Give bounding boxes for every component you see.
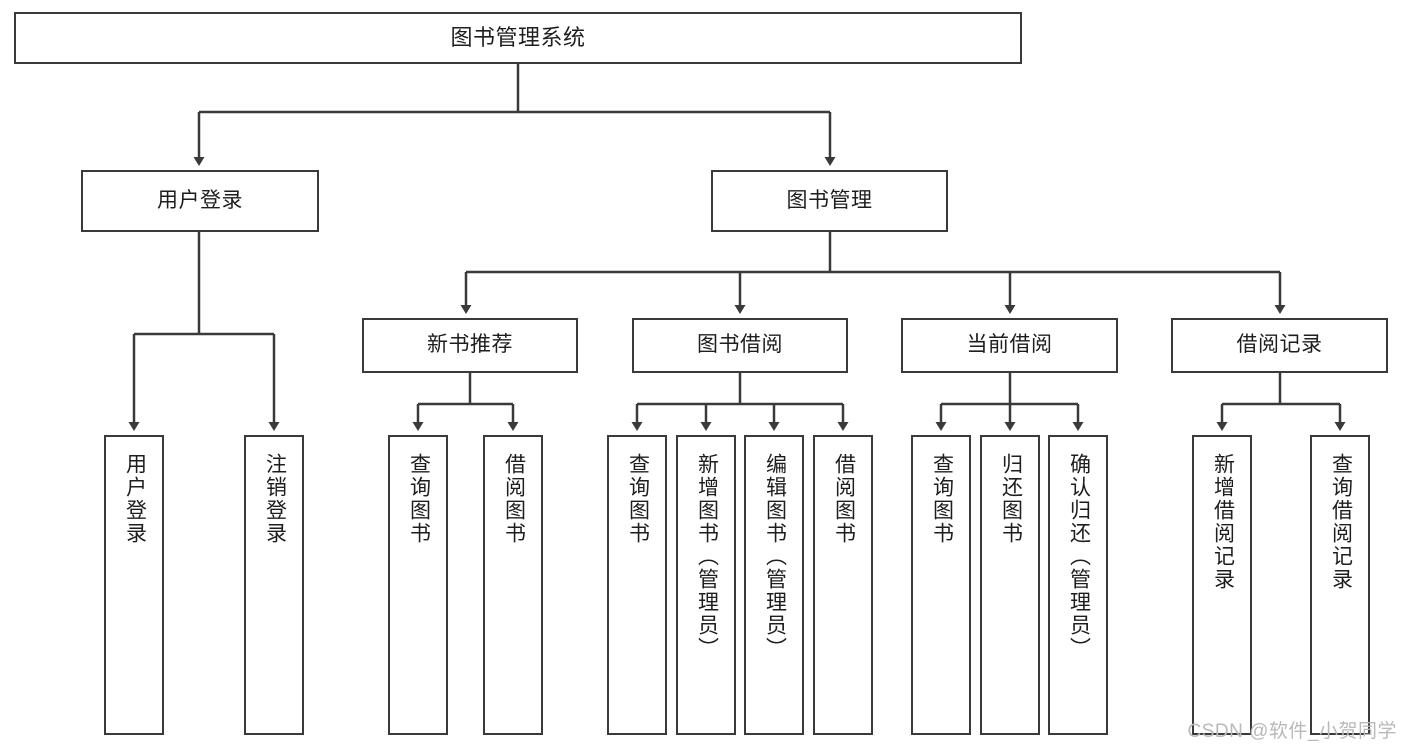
node-label: 查询图书 — [407, 453, 431, 545]
node-label: 查询图书 — [930, 453, 954, 545]
node-leaf-query-borrow-record[interactable]: 查询借阅记录 — [1310, 435, 1370, 735]
node-leaf-add-book[interactable]: 新增图书（管理员） — [676, 435, 736, 735]
node-label: 编辑图书（管理员） — [763, 453, 787, 660]
node-leaf-query-book-recommend[interactable]: 查询图书 — [388, 435, 448, 735]
node-label: 图书管理 — [786, 188, 873, 212]
node-label: 新书推荐 — [427, 333, 513, 357]
node-leaf-confirm-return[interactable]: 确认归还（管理员） — [1048, 435, 1108, 735]
node-leaf-return-book[interactable]: 归还图书 — [980, 435, 1040, 735]
node-label: 查询借阅记录 — [1329, 453, 1353, 591]
node-label: 归还图书 — [999, 453, 1023, 545]
node-label: 确认归还（管理员） — [1067, 453, 1091, 660]
node-book-management[interactable]: 图书管理 — [711, 170, 948, 232]
node-leaf-borrow-book-recommend[interactable]: 借阅图书 — [483, 435, 543, 735]
node-current-borrow[interactable]: 当前借阅 — [901, 318, 1118, 373]
node-label: 查询图书 — [626, 453, 650, 545]
node-root-book-management-system[interactable]: 图书管理系统 — [14, 12, 1022, 64]
node-leaf-logout[interactable]: 注销登录 — [244, 435, 304, 735]
node-leaf-query-book-current[interactable]: 查询图书 — [911, 435, 971, 735]
node-book-borrow[interactable]: 图书借阅 — [632, 318, 848, 373]
node-leaf-add-borrow-record[interactable]: 新增借阅记录 — [1192, 435, 1252, 735]
csdn-watermark: CSDN @软件_小贺同学 — [1187, 721, 1397, 742]
node-leaf-borrow-book[interactable]: 借阅图书 — [813, 435, 873, 735]
node-label: 用户登录 — [123, 453, 147, 545]
node-user-login[interactable]: 用户登录 — [81, 170, 319, 232]
node-borrow-record[interactable]: 借阅记录 — [1171, 318, 1388, 373]
node-leaf-query-book-borrow[interactable]: 查询图书 — [607, 435, 667, 735]
node-label: 用户登录 — [157, 188, 243, 212]
node-label: 注销登录 — [263, 453, 287, 545]
node-label: 借阅记录 — [1236, 333, 1323, 357]
node-label: 图书管理系统 — [450, 25, 586, 51]
node-label: 借阅图书 — [832, 453, 856, 545]
node-label: 图书借阅 — [697, 333, 783, 357]
node-leaf-user-login[interactable]: 用户登录 — [104, 435, 164, 735]
node-label: 新增借阅记录 — [1211, 453, 1235, 591]
node-label: 新增图书（管理员） — [695, 453, 719, 660]
node-label: 当前借阅 — [966, 333, 1053, 357]
node-leaf-edit-book[interactable]: 编辑图书（管理员） — [744, 435, 804, 735]
node-label: 借阅图书 — [502, 453, 526, 545]
node-new-book-recommend[interactable]: 新书推荐 — [362, 318, 578, 373]
